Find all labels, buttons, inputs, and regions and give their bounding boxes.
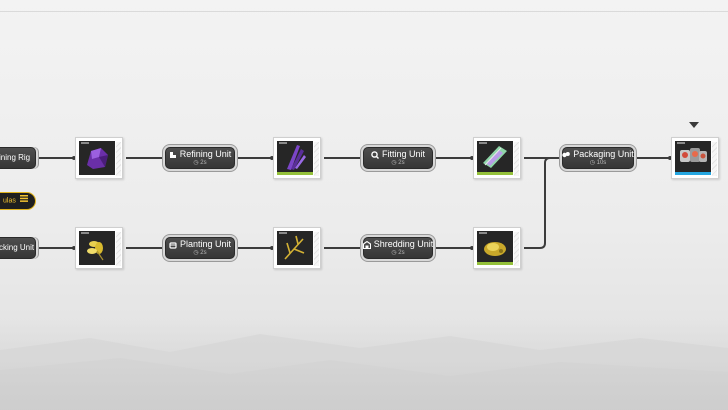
shredding-icon xyxy=(362,240,371,249)
item-thumb xyxy=(277,231,313,265)
shredding-unit-node[interactable]: Shredding Unit ◷ 2s xyxy=(362,237,434,259)
refining-unit-time: 2s xyxy=(200,160,207,166)
item-card-packaged-product[interactable] xyxy=(671,137,719,179)
packaging-icon xyxy=(562,151,571,159)
clock-icon: ◷ xyxy=(193,160,199,166)
formulas-label: ulas xyxy=(3,197,16,205)
packaged-product-icon xyxy=(680,148,707,162)
item-card-yellow-flower[interactable] xyxy=(75,227,123,269)
fitting-unit-time: 2s xyxy=(398,160,405,166)
fitting-unit-node[interactable]: Fitting Unit ◷ 2s xyxy=(363,147,433,169)
yellow-flower-icon xyxy=(87,241,104,261)
fitting-icon xyxy=(371,150,379,159)
amethyst-crystal-icon xyxy=(287,145,306,170)
golden-powder-icon xyxy=(484,242,506,256)
mining-rig-node[interactable]: ining Rig xyxy=(0,147,36,169)
refining-icon xyxy=(169,151,177,159)
golden-branch-icon xyxy=(284,235,305,260)
item-card-golden-branch[interactable] xyxy=(273,227,321,269)
item-card-amethyst-ore[interactable] xyxy=(75,137,123,179)
clock-icon: ◷ xyxy=(391,250,397,256)
shredding-unit-label: Shredding Unit xyxy=(373,239,434,249)
item-thumb xyxy=(79,141,115,175)
item-thumb xyxy=(79,231,115,265)
item-card-amethyst-crystal[interactable] xyxy=(273,137,321,179)
fitting-unit-label: Fitting Unit xyxy=(381,149,425,159)
refining-unit-node[interactable]: Refining Unit ◷ 2s xyxy=(165,147,235,169)
chevron-down-icon xyxy=(689,122,699,128)
item-thumb xyxy=(277,141,313,175)
floor-shade xyxy=(0,320,728,410)
top-divider xyxy=(0,11,728,12)
packaging-unit-label: Packaging Unit xyxy=(573,149,634,159)
planting-unit-time: 2s xyxy=(200,250,207,256)
packaging-unit-time: 10s xyxy=(596,160,607,166)
clock-icon: ◷ xyxy=(391,160,397,166)
planting-unit-node[interactable]: Planting Unit ◷ 2s xyxy=(165,237,235,259)
packing-unit-label: cking Unit xyxy=(0,243,35,252)
item-thumb xyxy=(477,231,513,265)
packaging-unit-node[interactable]: Packaging Unit ◷ 10s xyxy=(562,147,634,169)
list-icon xyxy=(19,193,28,208)
planting-icon xyxy=(169,241,177,249)
mining-rig-label: ining Rig xyxy=(0,153,31,162)
item-card-golden-powder[interactable] xyxy=(473,227,521,269)
item-thumb xyxy=(477,141,513,175)
shredding-unit-time: 2s xyxy=(398,250,405,256)
item-card-amethyst-component[interactable] xyxy=(473,137,521,179)
packing-unit-node[interactable]: cking Unit xyxy=(0,237,36,259)
amethyst-component-icon xyxy=(483,146,507,168)
refining-unit-label: Refining Unit xyxy=(179,149,232,159)
amethyst-ore-icon xyxy=(87,148,108,169)
planting-unit-label: Planting Unit xyxy=(179,239,232,249)
item-thumb xyxy=(675,141,711,175)
clock-icon: ◷ xyxy=(193,250,199,256)
clock-icon: ◷ xyxy=(589,160,595,166)
formulas-button[interactable]: ulas xyxy=(0,192,36,210)
